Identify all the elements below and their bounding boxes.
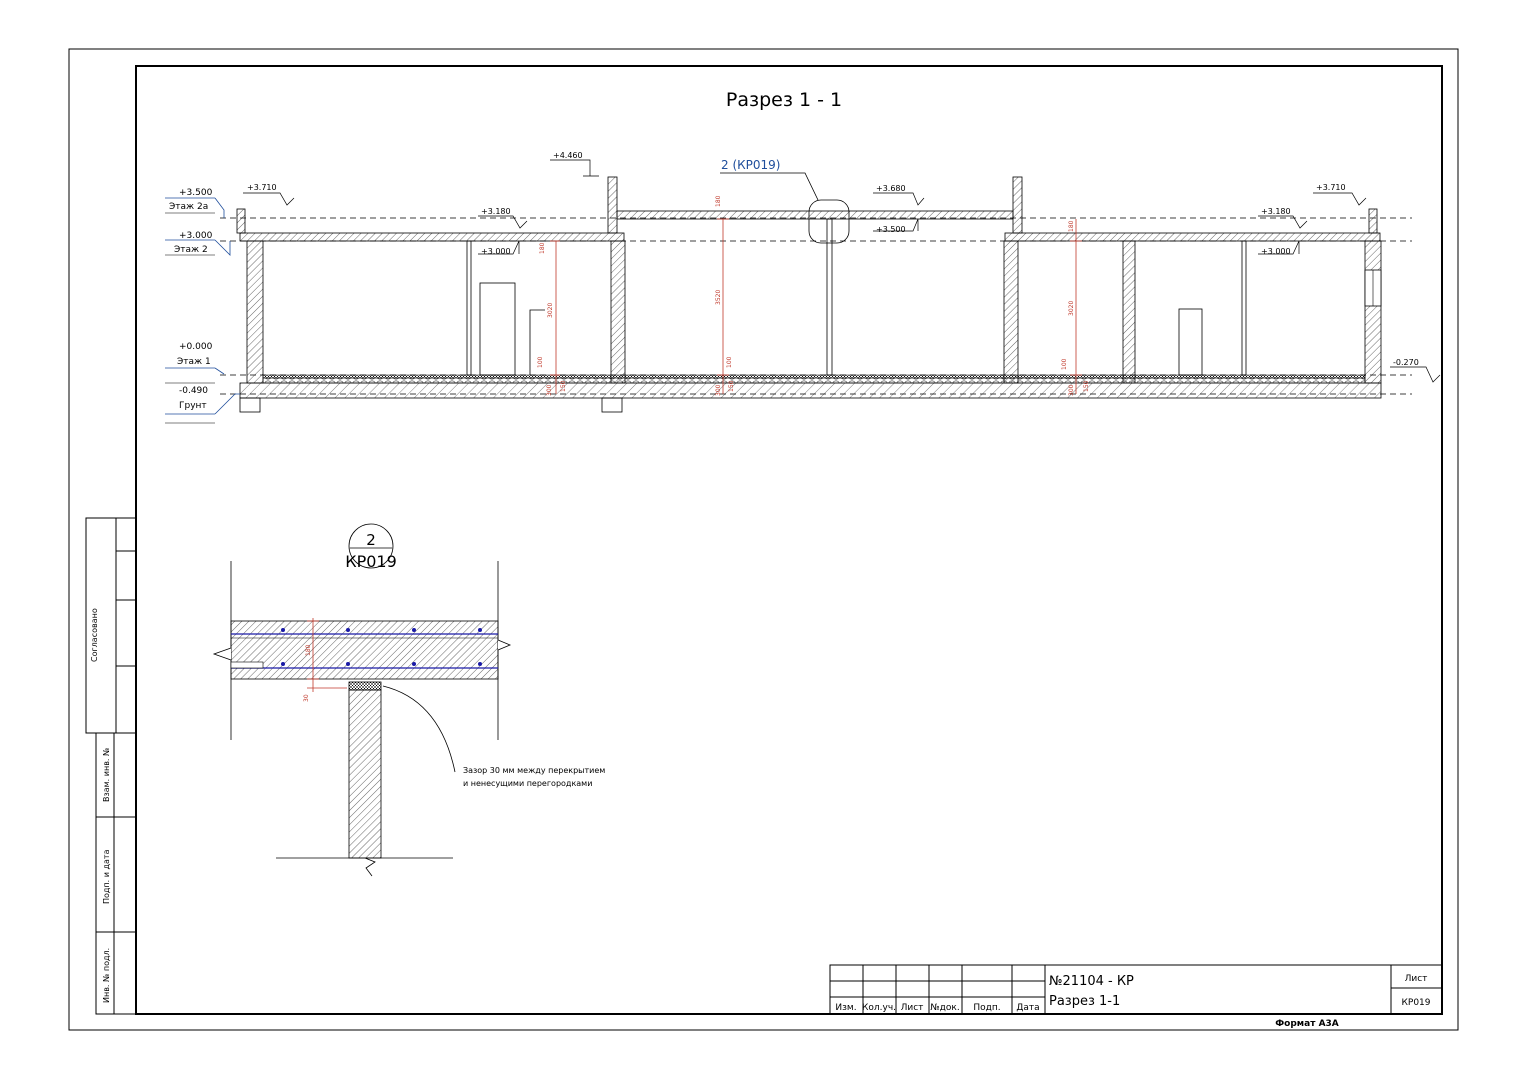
drawing-title: Разрез 1 - 1 [726,89,842,111]
level-value: +3.000 [179,231,213,241]
tb-col-kol: Кол.уч. [862,1003,896,1013]
partition-wall [348,689,382,859]
roof-slab-right [1004,232,1381,242]
elevation-label: +3.710 [247,183,277,192]
level-name: Грунт [179,401,207,411]
level-name: Этаж 1 [177,357,211,367]
outer-border [68,48,1459,1031]
tb-project: №21104 - КР [1049,974,1134,989]
elevation-label: +3.500 [876,225,906,234]
tb-list-label: Лист [1405,974,1428,984]
detail-note-line2: и ненесущими перегородками [463,779,592,788]
roof-slab-middle [616,210,1014,220]
tb-col-doc: №док. [930,1003,959,1013]
gap-insert [348,681,382,691]
dim-label: 300 [546,384,553,396]
level-markers-left [165,197,240,415]
door [479,282,516,376]
wall-outer-right [1364,240,1382,384]
dim-label: 3020 [1068,301,1075,316]
dim-label: 100 [537,356,544,368]
stamp-agreed: Согласовано [90,608,99,662]
side-stamp [85,517,137,1015]
elevation-label: +3.000 [1261,247,1291,256]
tb-sheet-title: Разрез 1-1 [1049,994,1120,1009]
elevation-label: +3.180 [1261,207,1291,216]
dim-label: 180 [715,195,722,207]
slab-section [230,620,499,680]
floor-slab [262,374,1366,379]
dim-label: 30 [303,694,310,702]
level-value: -0.490 [179,386,208,396]
inner-frame [135,65,1443,1015]
detail-2: 2 КР019 180 30 Зазор 30 [212,523,605,877]
detail-sheet-ref: КР019 [345,552,397,571]
elevation-label: +4.460 [553,151,583,160]
level-value: +0.000 [179,342,213,352]
elevation-label: -0.270 [1393,358,1419,367]
detail-callout-bubble [808,199,850,244]
stamp-vzam: Взам. инв. № [102,747,111,802]
elevation-label: +3.000 [481,247,511,256]
dim-label: 300 [1068,384,1075,396]
dim-label: 3520 [715,290,722,305]
title-block [829,964,1443,1015]
dim-label: 150 [728,380,735,392]
tb-col-izm: Изм. [835,1003,856,1013]
dim-label: 180 [1068,220,1075,232]
level-name: Этаж 2а [169,202,208,212]
dim-label: 180 [539,242,546,254]
level-name: Этаж 2 [174,245,208,255]
dim-label: 3020 [547,303,554,318]
roof-slab-left [239,232,625,242]
detail-callout-label: 2 (КР019) [721,158,780,172]
stamp-podp: Подп. и дата [102,849,111,904]
elevation-label: +3.680 [876,184,906,193]
tb-format: Формат А3А [1275,1019,1339,1029]
door [1178,308,1203,376]
level-value: +3.500 [179,188,213,198]
tb-col-podp: Подп. [973,1003,1000,1013]
building-section: 180 3020 100 300 150 180 3520 100 300 15… [165,151,1441,424]
level-marker-ticks [165,212,215,424]
detail-note-line1: Зазор 30 мм между перекрытием [463,766,605,775]
dim-label: 150 [560,380,567,392]
dim-label: 150 [1083,380,1090,392]
dim-label: 180 [305,644,312,656]
dim-label: 100 [726,356,733,368]
detail-marker [348,523,394,569]
detail-number: 2 [366,531,376,549]
foundation-slab [239,382,1382,399]
tb-list-value: КР019 [1402,998,1431,1008]
tb-col-list: Лист [901,1003,924,1013]
tb-col-date: Дата [1016,1003,1039,1013]
elevation-label: +3.180 [481,207,511,216]
dim-label: 100 [1061,358,1068,370]
elevation-label: +3.710 [1316,183,1346,192]
dim-label: 300 [715,384,722,396]
stamp-inv: Инв. № подл. [102,948,111,1003]
wall-outer-left [246,240,264,384]
